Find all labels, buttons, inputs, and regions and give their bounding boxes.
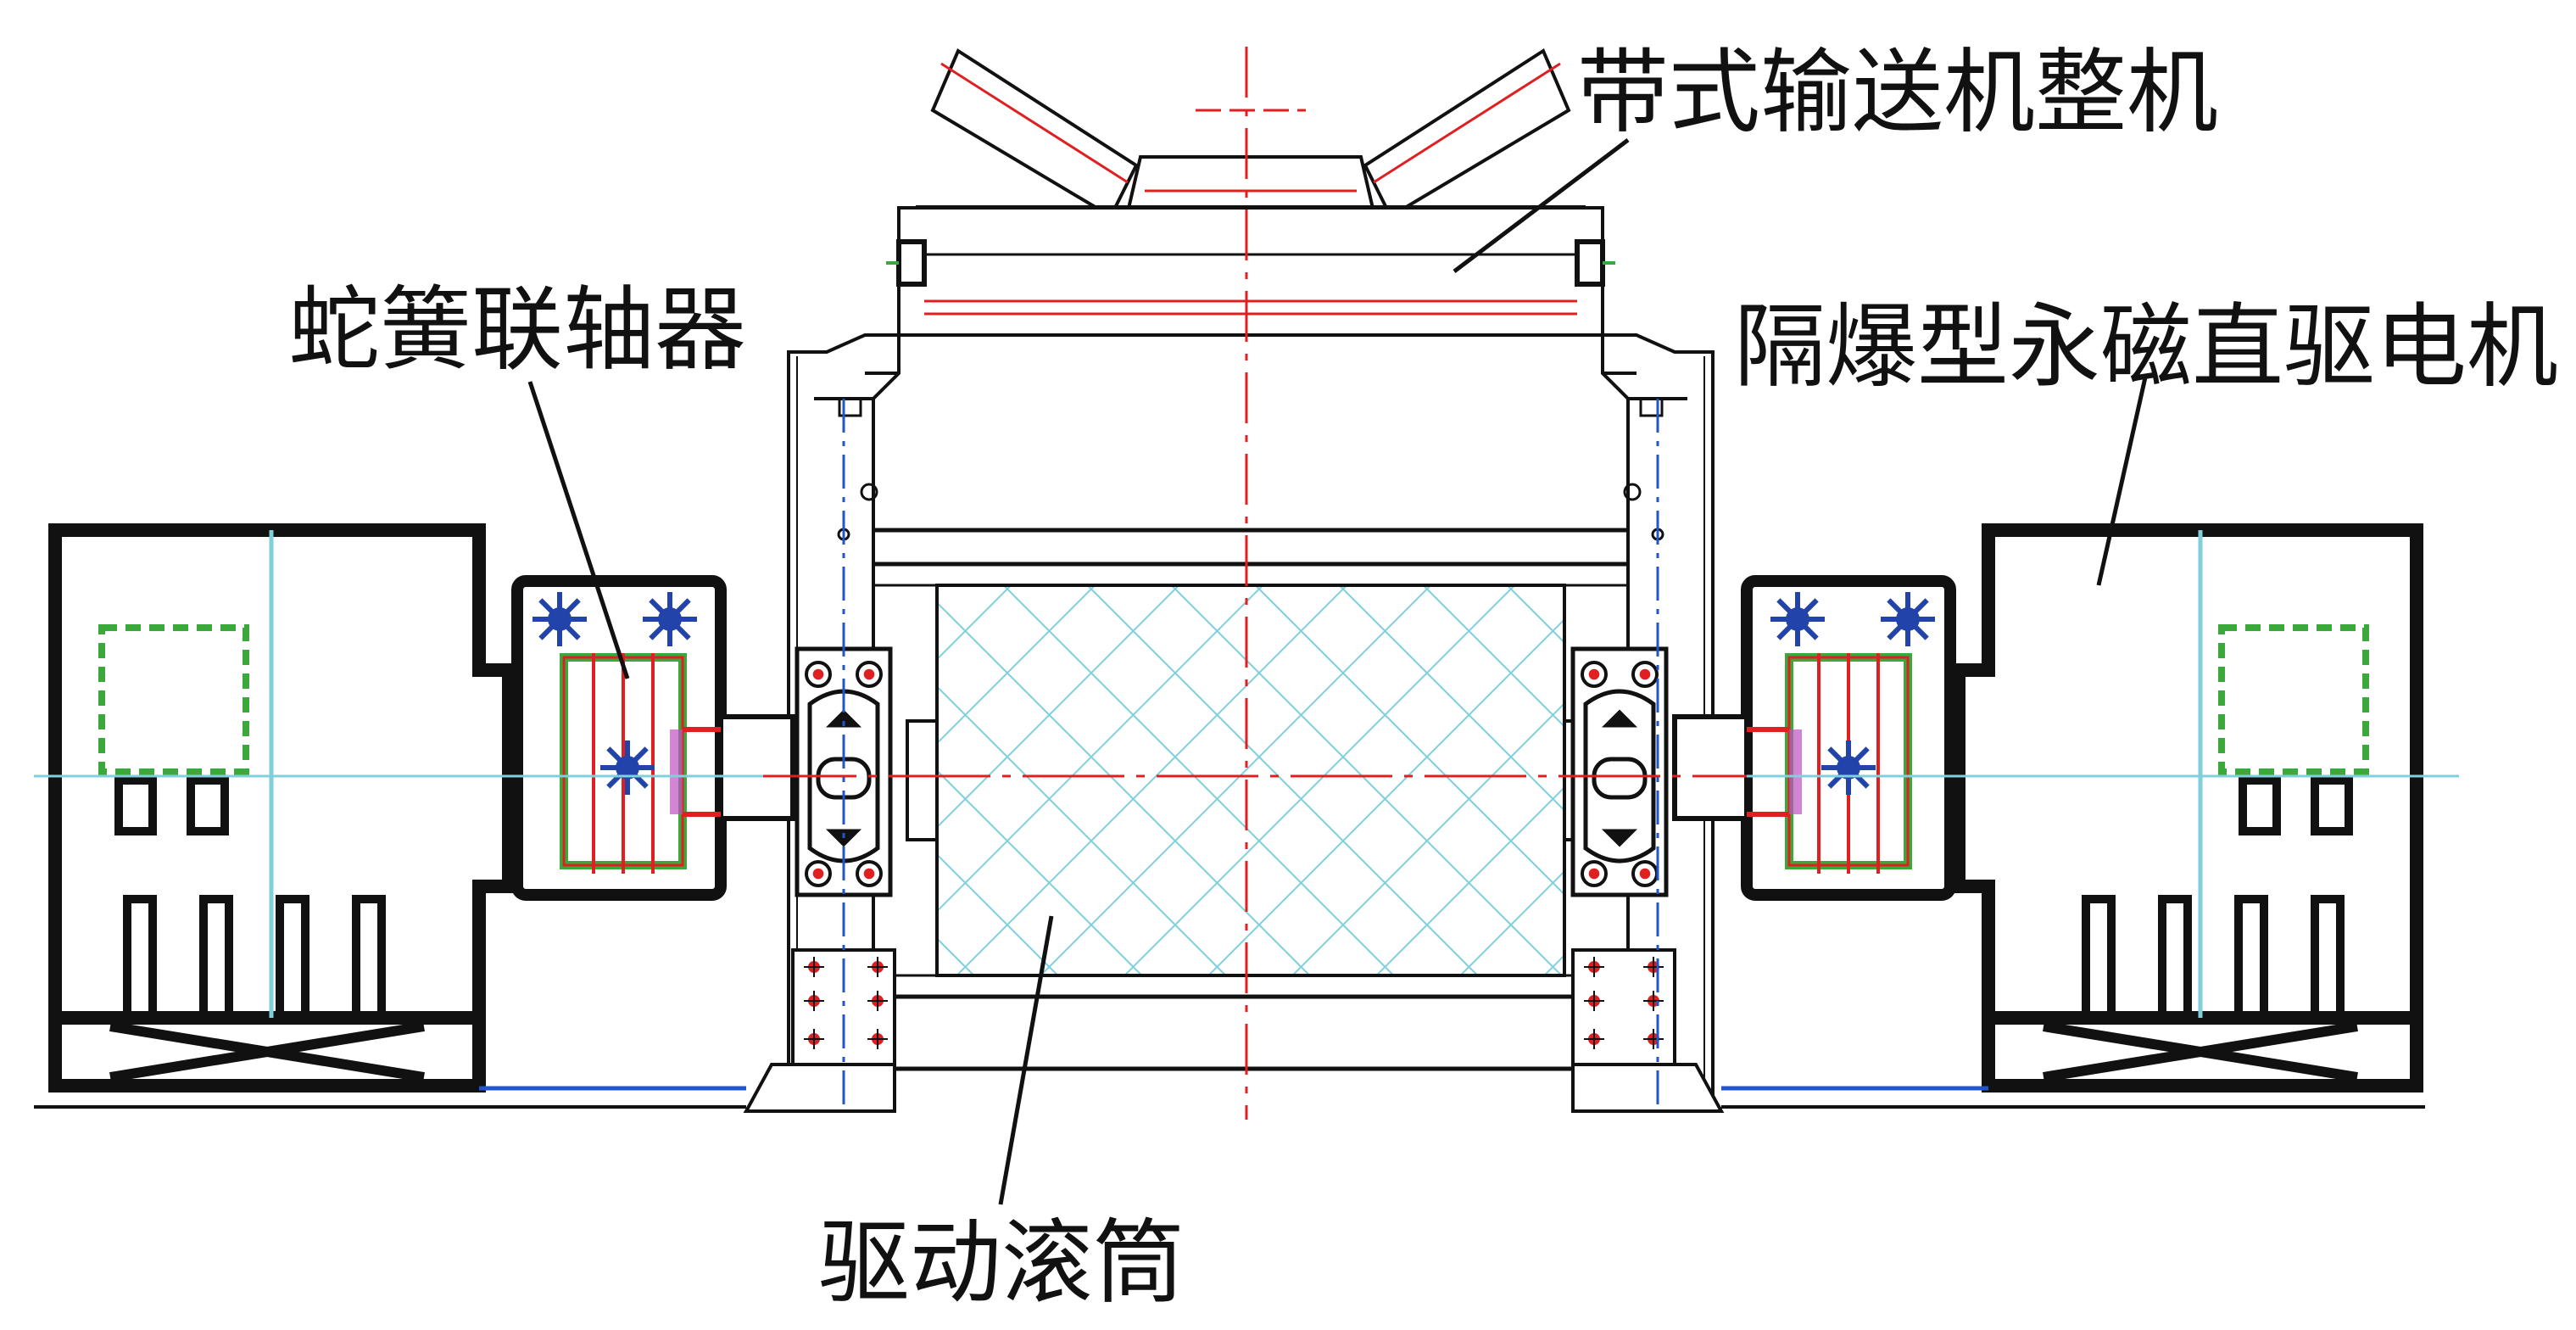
bolt-icon bbox=[1581, 860, 1608, 887]
coupling-right bbox=[1672, 575, 1956, 901]
bolt-icon bbox=[804, 957, 824, 977]
label-coupling: 蛇簧联轴器 bbox=[288, 277, 747, 383]
spring-cluster-icon bbox=[1770, 592, 1825, 646]
bolt-icon bbox=[1581, 661, 1608, 688]
bolt-icon bbox=[805, 860, 832, 887]
leader-motor bbox=[2096, 377, 2148, 586]
label-motor: 隔爆型永磁直驱电机 bbox=[1734, 294, 2559, 400]
leader-coupling bbox=[527, 381, 630, 679]
spring-cluster-icon bbox=[643, 592, 697, 646]
bolt-icon bbox=[805, 661, 832, 688]
spring-cluster-icon bbox=[1821, 740, 1876, 795]
motor-left bbox=[48, 523, 516, 1092]
bolt-icon bbox=[856, 860, 883, 887]
spring-cluster-icon bbox=[600, 740, 655, 795]
bolt-icon bbox=[1584, 991, 1604, 1011]
bearing-housing-right bbox=[1570, 646, 1669, 897]
leader-conveyor bbox=[1452, 138, 1630, 273]
leader-lines bbox=[527, 138, 2148, 1205]
leader-drum bbox=[998, 915, 1054, 1205]
bolt-icon bbox=[867, 1029, 888, 1049]
bolt-icon bbox=[804, 1029, 824, 1049]
bolt-icon bbox=[1631, 860, 1659, 887]
bearing-bolts bbox=[805, 661, 1659, 887]
bolt-icon bbox=[867, 991, 888, 1011]
spring-cluster-icon bbox=[532, 592, 587, 646]
spring-clusters bbox=[532, 592, 1935, 795]
bolt-icon bbox=[856, 661, 883, 688]
coupling-left bbox=[511, 575, 795, 901]
spring-cluster-icon bbox=[1881, 592, 1935, 646]
label-drum: 驱动滚筒 bbox=[818, 1210, 1185, 1316]
bolt-icon bbox=[1584, 1029, 1604, 1049]
center-lines bbox=[34, 47, 2459, 1120]
drive-drum bbox=[906, 584, 1596, 977]
bolt-icon bbox=[1584, 957, 1604, 977]
bolt-icon bbox=[1631, 661, 1659, 688]
bolt-icon bbox=[867, 957, 888, 977]
label-conveyor: 带式输送机整机 bbox=[1577, 40, 2219, 146]
motor-right bbox=[1952, 523, 2423, 1092]
conveyor-top bbox=[886, 48, 1615, 337]
bolt-icon bbox=[804, 991, 824, 1011]
